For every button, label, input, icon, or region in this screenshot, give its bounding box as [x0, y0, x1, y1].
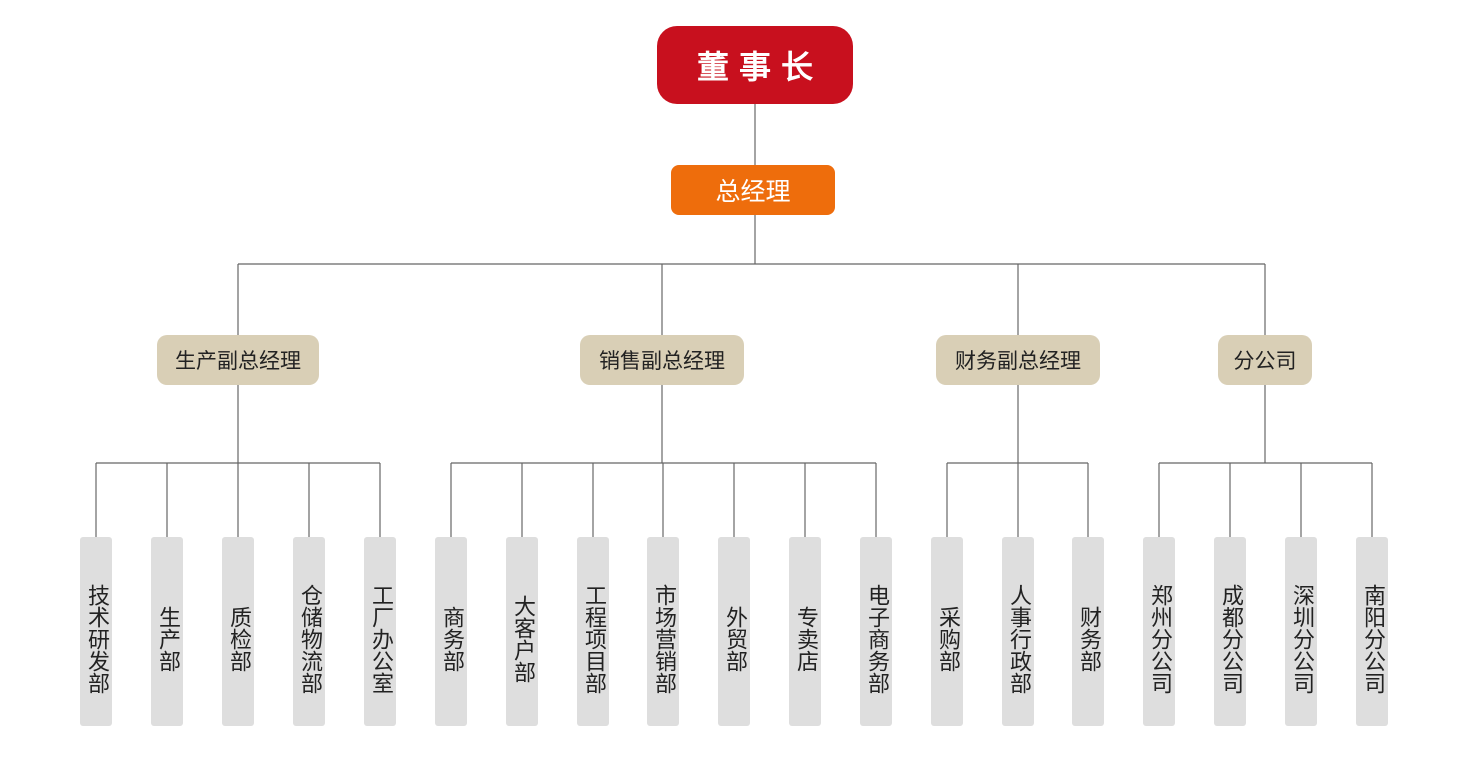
department-node: 郑州分公司 — [1143, 537, 1175, 726]
department-node: 外贸部 — [718, 537, 750, 726]
department-node: 大客户部 — [506, 537, 538, 726]
department-node: 财务部 — [1072, 537, 1104, 726]
department-node: 电子商务部 — [860, 537, 892, 726]
department-node: 质检部 — [222, 537, 254, 726]
vp-node-4: 分公司 — [1218, 335, 1312, 385]
department-node: 生产部 — [151, 537, 183, 726]
vp-node-1: 生产副总经理 — [157, 335, 319, 385]
department-node: 成都分公司 — [1214, 537, 1246, 726]
vp-node-2: 销售副总经理 — [580, 335, 744, 385]
department-node: 专卖店 — [789, 537, 821, 726]
department-node: 仓储物流部 — [293, 537, 325, 726]
department-node: 人事行政部 — [1002, 537, 1034, 726]
vp-node-3: 财务副总经理 — [936, 335, 1100, 385]
department-node: 采购部 — [931, 537, 963, 726]
department-node: 工程项目部 — [577, 537, 609, 726]
department-node: 工厂办公室 — [364, 537, 396, 726]
department-node: 技术研发部 — [80, 537, 112, 726]
general-manager-node: 总经理 — [671, 165, 835, 215]
chairman-node: 董事长 — [657, 26, 853, 104]
department-node: 南阳分公司 — [1356, 537, 1388, 726]
department-node: 深圳分公司 — [1285, 537, 1317, 726]
department-node: 市场营销部 — [647, 537, 679, 726]
department-node: 商务部 — [435, 537, 467, 726]
